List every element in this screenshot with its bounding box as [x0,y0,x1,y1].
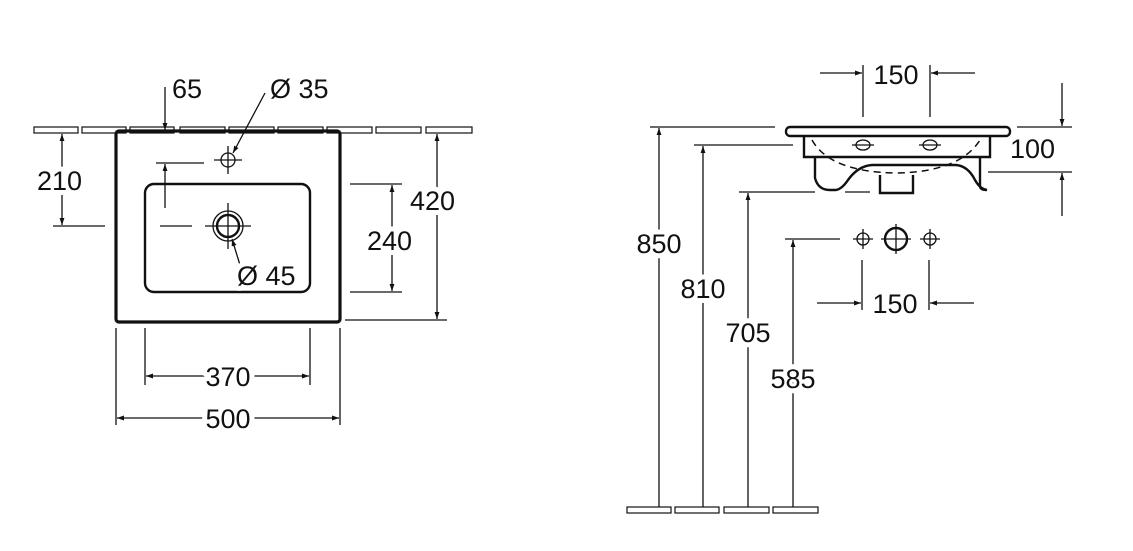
basin-outline [114,129,342,324]
dim-bowl-width: 370 [205,362,250,392]
top-view: 65 Ø 35 210 420 240 Ø 45 370 [32,69,473,439]
dim-tap-spacing: 150 [873,60,918,90]
floor-tiles [626,506,819,514]
dim-top-height: 850 [636,229,681,259]
basin-body [802,137,992,159]
basin-top-slab [784,125,1012,138]
drain-icon [160,203,251,249]
dim-supply-height: 585 [770,364,815,394]
supply-holes [853,224,940,254]
dim-height: 100 [1010,134,1055,164]
dim-drain: Ø 45 [237,261,296,291]
dim-tap-offset: 65 [172,74,202,104]
tap-hole-icon [214,146,242,174]
dim-width: 500 [205,404,250,434]
dim-supply-spacing: 150 [872,289,917,319]
dim-bowl-depth: 240 [367,226,412,256]
side-view: 150 100 850 810 705 585 [626,55,1072,514]
dim-tap-hole: Ø 35 [270,74,329,104]
basin-pedestal [813,158,988,192]
dim-bottom-height: 705 [725,318,770,348]
dim-tap-depth: 210 [37,166,82,196]
bowl-outline [143,182,312,294]
dim-depth: 420 [410,186,455,216]
dim-under-height: 810 [680,274,725,304]
